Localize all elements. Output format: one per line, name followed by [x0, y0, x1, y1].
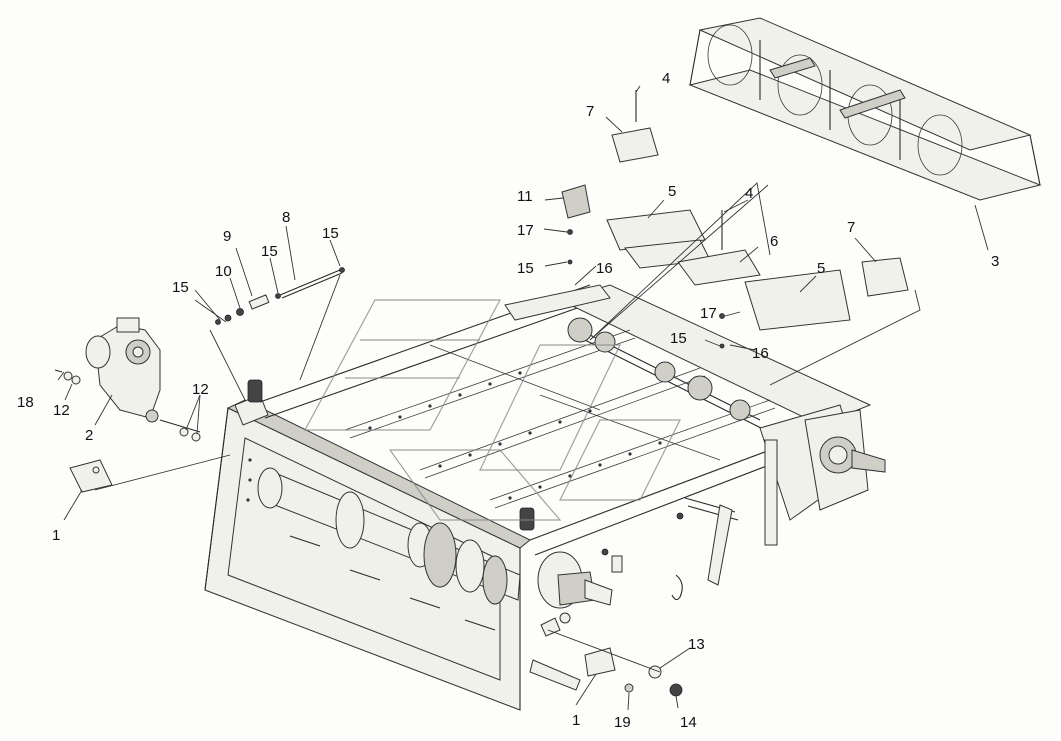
- callout-5-left: 5: [668, 183, 676, 200]
- callout-labels: 1 1 2 3 4 4 5 5 6 7 7 8 9 10 11 12 12 13…: [17, 70, 999, 731]
- callout-1-bottom: 1: [572, 712, 580, 729]
- lift-handle-left: [247, 379, 263, 403]
- right-side-housing: [684, 404, 886, 586]
- watermark: [303, 299, 681, 521]
- callout-4-mid: 4: [745, 185, 753, 202]
- callout-7-right: 7: [847, 219, 855, 236]
- cage-assembly-part-3: [688, 17, 1042, 201]
- plate-part-1-left: [69, 459, 113, 493]
- callout-8: 8: [282, 209, 290, 226]
- leader-lines: [57, 85, 989, 711]
- callout-9: 9: [223, 228, 231, 245]
- front-flange-shaft: [529, 512, 684, 697]
- callout-13: 13: [688, 636, 705, 653]
- callout-6: 6: [770, 233, 778, 250]
- callout-7-top: 7: [586, 103, 594, 120]
- callout-15-right: 15: [670, 330, 687, 347]
- callout-19: 19: [614, 714, 631, 731]
- front-drum-rollers: [257, 467, 521, 631]
- callout-1-left: 1: [52, 527, 60, 544]
- callout-12-right: 12: [192, 381, 209, 398]
- callout-17-right: 17: [700, 305, 717, 322]
- callout-16-center: 16: [596, 260, 613, 277]
- callout-15-left: 15: [172, 279, 189, 296]
- gearbox-part-2: [54, 317, 201, 442]
- callout-17-center: 17: [517, 222, 534, 239]
- callout-12-left: 12: [53, 402, 70, 419]
- callout-10: 10: [215, 263, 232, 280]
- callout-18: 18: [17, 394, 34, 411]
- callout-3: 3: [991, 253, 999, 270]
- sprocket-shaft: [567, 317, 766, 431]
- callout-2: 2: [85, 427, 93, 444]
- callout-4-top: 4: [662, 70, 670, 87]
- covers: [561, 90, 909, 349]
- shaft-assembly: [215, 267, 345, 325]
- callout-15-mid: 15: [261, 243, 278, 260]
- callout-15-center: 15: [517, 260, 534, 277]
- callout-14: 14: [680, 714, 697, 731]
- callout-5-right: 5: [817, 260, 825, 277]
- lift-handle-right: [519, 507, 535, 531]
- callout-15-top-right: 15: [322, 225, 339, 242]
- callout-16-right: 16: [752, 345, 769, 362]
- callout-11: 11: [517, 188, 533, 205]
